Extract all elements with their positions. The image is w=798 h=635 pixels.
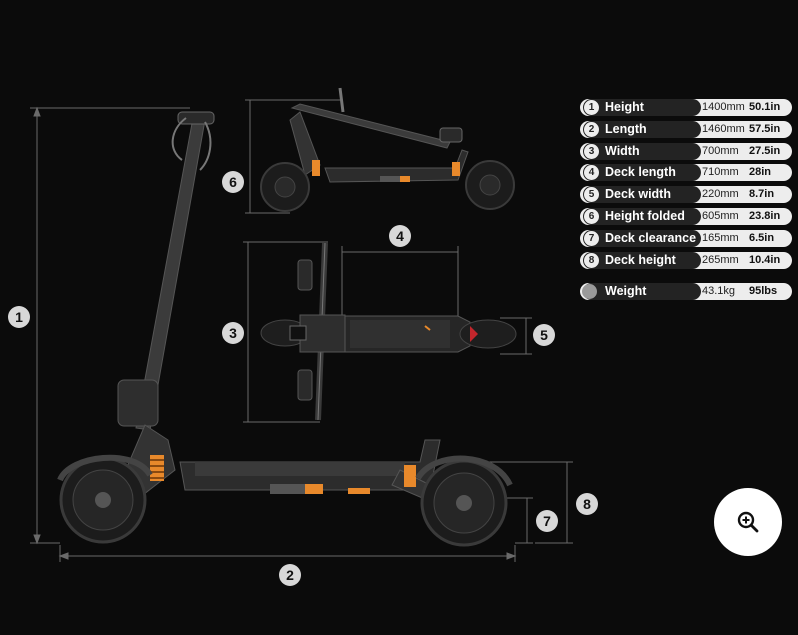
spec-value-lbs: 95lbs xyxy=(749,284,778,297)
spec-value-mm: 700mm xyxy=(702,144,739,157)
spec-name: Deck height xyxy=(583,251,701,269)
spec-name: Height folded xyxy=(583,207,701,225)
spec-name: Length xyxy=(583,120,701,138)
spec-value-mm: 605mm xyxy=(702,209,739,222)
spec-row-weight: Weight 43.1kg 95lbs xyxy=(580,282,792,300)
spec-row-height-folded: 6 Height folded 605mm 23.8in xyxy=(580,207,792,225)
spec-value-mm: 710mm xyxy=(702,166,739,179)
spec-row-width: 3 Width 700mm 27.5in xyxy=(580,142,792,160)
spec-number: 7 xyxy=(584,230,599,246)
scooter-side-view xyxy=(57,111,513,547)
spec-row-deck-clearance: 7 Deck clearance 165mm 6.5in xyxy=(580,229,792,247)
spec-row-length: 2 Length 1460mm 57.5in xyxy=(580,120,792,138)
spec-row-deck-length: 4 Deck length 710mm 28in xyxy=(580,164,792,182)
spec-number: 8 xyxy=(584,252,599,268)
spec-value-in: 23.8in xyxy=(749,209,781,222)
spec-number: 3 xyxy=(584,143,599,159)
spec-name: Height xyxy=(583,99,701,116)
spec-row-deck-width: 5 Deck width 220mm 8.7in xyxy=(580,186,792,204)
spec-value-in: 50.1in xyxy=(749,101,781,113)
spec-list: 1 Height 1400mm 50.1in 2 Length 1460mm 5… xyxy=(580,99,792,304)
spec-name: Width xyxy=(583,142,701,160)
zoom-in-button[interactable] xyxy=(714,488,782,556)
dimension-badge-8: 8 xyxy=(576,493,598,515)
spec-value-in: 27.5in xyxy=(749,144,781,157)
spec-value-in: 6.5in xyxy=(749,231,775,244)
spec-number: 5 xyxy=(584,187,599,203)
spec-number: 2 xyxy=(584,121,599,137)
dimension-badge-1: 1 xyxy=(8,306,30,328)
dimension-badge-6: 6 xyxy=(222,171,244,193)
spec-value-mm: 1460mm xyxy=(702,122,745,135)
spec-name: Deck width xyxy=(583,186,701,204)
scooter-top-view xyxy=(260,242,517,421)
spec-value-in: 57.5in xyxy=(749,122,781,135)
weight-dot-icon xyxy=(582,283,597,299)
spec-value-in: 28in xyxy=(749,166,772,179)
spec-number: 6 xyxy=(584,208,599,224)
spec-value-in: 8.7in xyxy=(749,188,775,201)
spec-value-kg: 43.1kg xyxy=(702,284,736,297)
spec-value-mm: 220mm xyxy=(702,188,739,201)
dimension-badge-7: 7 xyxy=(536,510,558,532)
spec-name: Weight xyxy=(583,282,701,300)
dimension-badge-5: 5 xyxy=(533,324,555,346)
spec-value-mm: 265mm xyxy=(702,253,739,266)
spec-name: Deck clearance xyxy=(583,229,701,247)
spec-row-height: 1 Height 1400mm 50.1in xyxy=(580,99,792,116)
spec-name: Deck length xyxy=(583,164,701,182)
dimension-badge-2: 2 xyxy=(279,564,301,586)
scooter-folded-view xyxy=(260,87,515,212)
spec-value-mm: 165mm xyxy=(702,231,739,244)
spec-value-in: 10.4in xyxy=(749,253,781,266)
spec-number: 4 xyxy=(584,165,599,181)
dimension-badge-4: 4 xyxy=(389,225,411,247)
dimension-badge-3: 3 xyxy=(222,322,244,344)
spec-value-mm: 1400mm xyxy=(702,101,745,113)
spec-row-deck-height: 8 Deck height 265mm 10.4in xyxy=(580,251,792,269)
spec-number: 1 xyxy=(584,100,599,115)
zoom-in-icon xyxy=(737,511,759,533)
